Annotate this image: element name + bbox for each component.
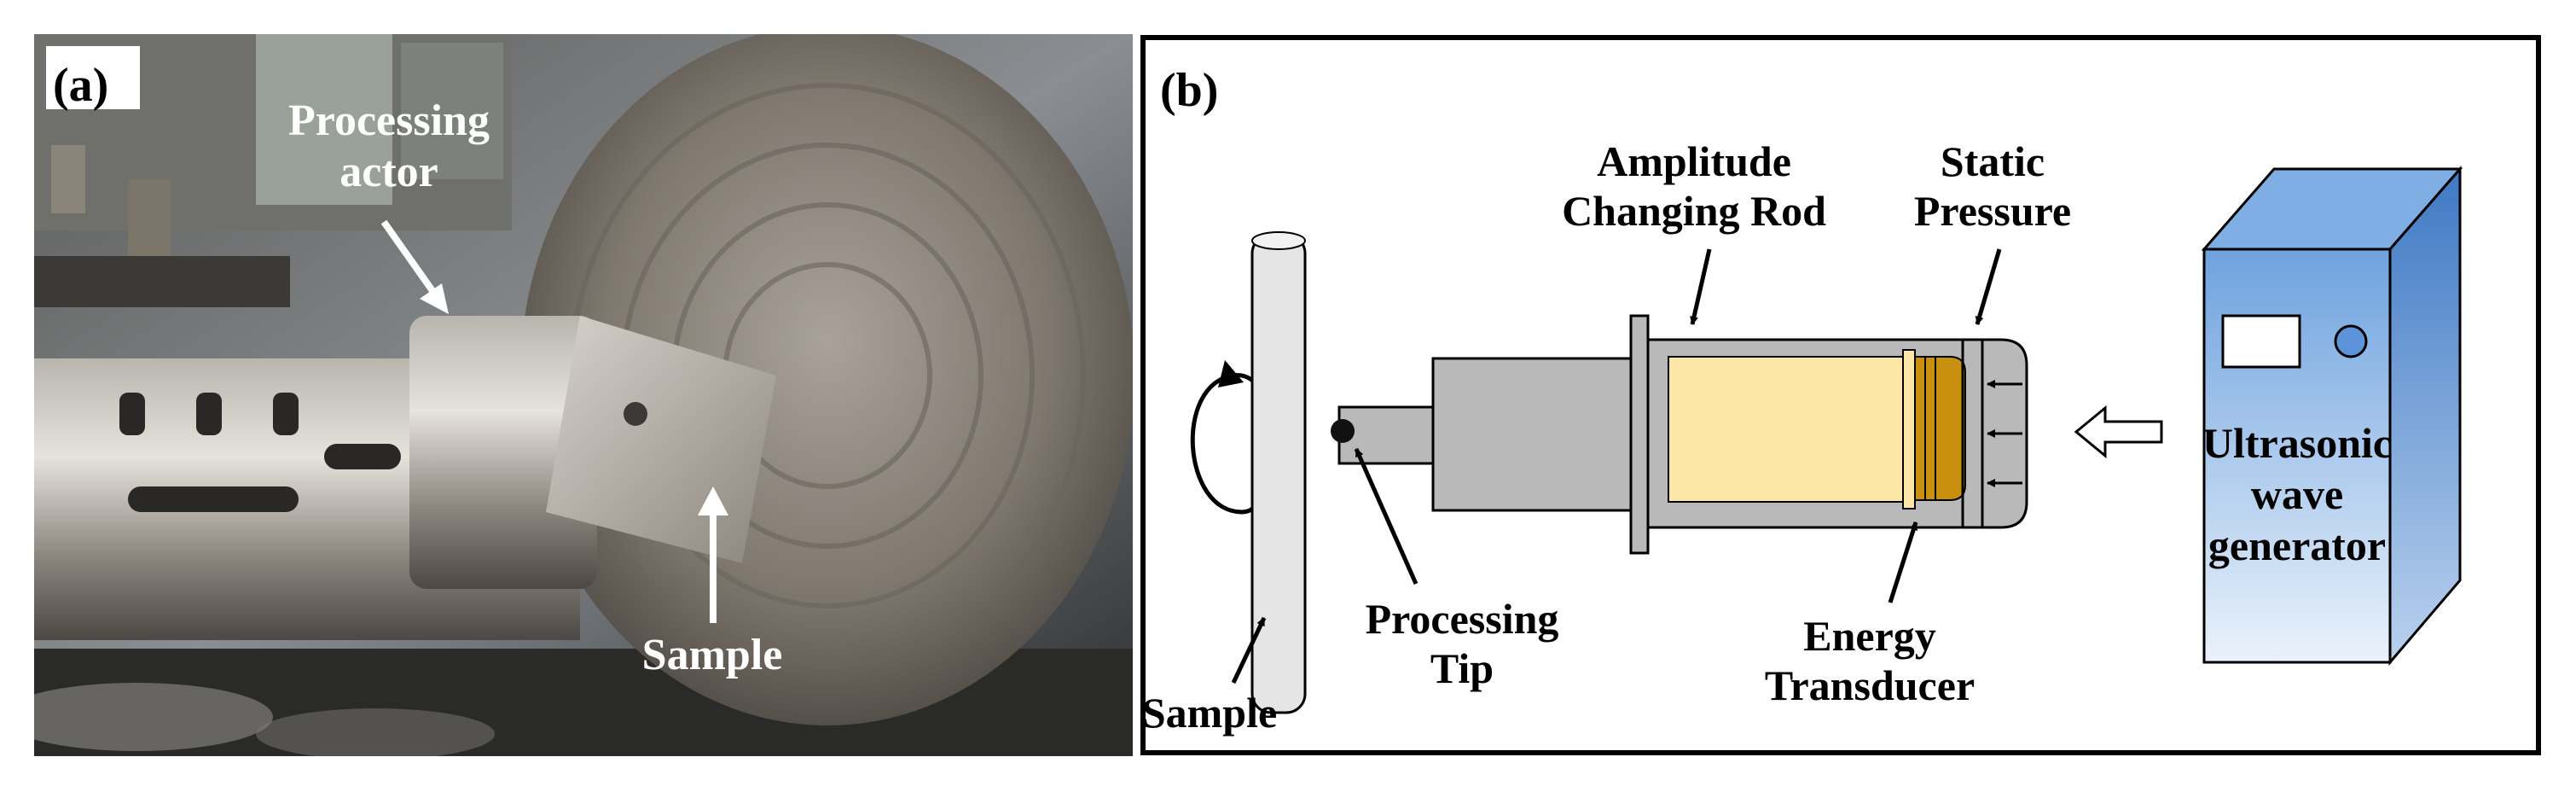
- generator-knob: [2334, 324, 2368, 358]
- lathe-photo: [34, 34, 1133, 756]
- generator-display: [2221, 314, 2301, 369]
- transducer-pointer: [1888, 521, 1918, 603]
- amplitude-pointer: [1690, 248, 1712, 325]
- static-label-1: Static: [1941, 137, 2045, 185]
- panel-b-label: (b): [1160, 64, 1218, 117]
- panel-a-label: (a): [53, 59, 108, 112]
- processing-actor-label-1: Processing: [288, 96, 490, 145]
- ultrasonic-generator: [2201, 165, 2463, 667]
- generator-label-1: Ultrasonic: [2202, 419, 2392, 467]
- sample-label: Sample: [642, 631, 783, 679]
- photo-annotations: (a) Processing actor Sample: [53, 59, 783, 679]
- tip-shaft: [1337, 405, 1435, 465]
- generator-label-2: wave: [2251, 470, 2343, 518]
- processing-actor-arrow: [380, 219, 449, 314]
- processing-tip-label-1: Processing: [1366, 595, 1559, 643]
- amplitude-label-1: Amplitude: [1597, 137, 1791, 185]
- sample-label-b: Sample: [1142, 689, 1277, 737]
- generator-label-3: generator: [2208, 521, 2386, 569]
- panel-a-label-bg: [46, 46, 140, 109]
- sample-disk: [1250, 231, 1307, 714]
- energy-label-2: Transducer: [1765, 661, 1975, 709]
- amplitude-label-2: Changing Rod: [1562, 187, 1826, 235]
- energy-transducer: [1914, 356, 1966, 501]
- pressure-arrows: [1987, 380, 2022, 487]
- schematic-panel: (b) Ultrasonic wave: [1140, 34, 2542, 756]
- amplitude-rod: [1668, 356, 1904, 503]
- static-pointer: [1975, 248, 2002, 325]
- rod-ring: [1902, 349, 1916, 510]
- photo-panel: (a) Processing actor Sample: [34, 34, 1133, 756]
- energy-label-1: Energy: [1803, 612, 1936, 660]
- tip-pointer: [1354, 447, 1419, 585]
- processing-actor-label-2: actor: [339, 148, 438, 196]
- signal-arrow: [2074, 405, 2163, 459]
- schematic-diagram: (b) Ultrasonic wave: [1140, 35, 2541, 755]
- flange: [1629, 314, 1650, 555]
- static-label-2: Pressure: [1914, 187, 2071, 235]
- processing-tip: [1331, 419, 1355, 443]
- front-housing: [1431, 357, 1633, 512]
- processing-tip-label-2: Tip: [1430, 644, 1494, 692]
- sample-arrow: [698, 486, 728, 623]
- sample-pointer: [1231, 616, 1267, 684]
